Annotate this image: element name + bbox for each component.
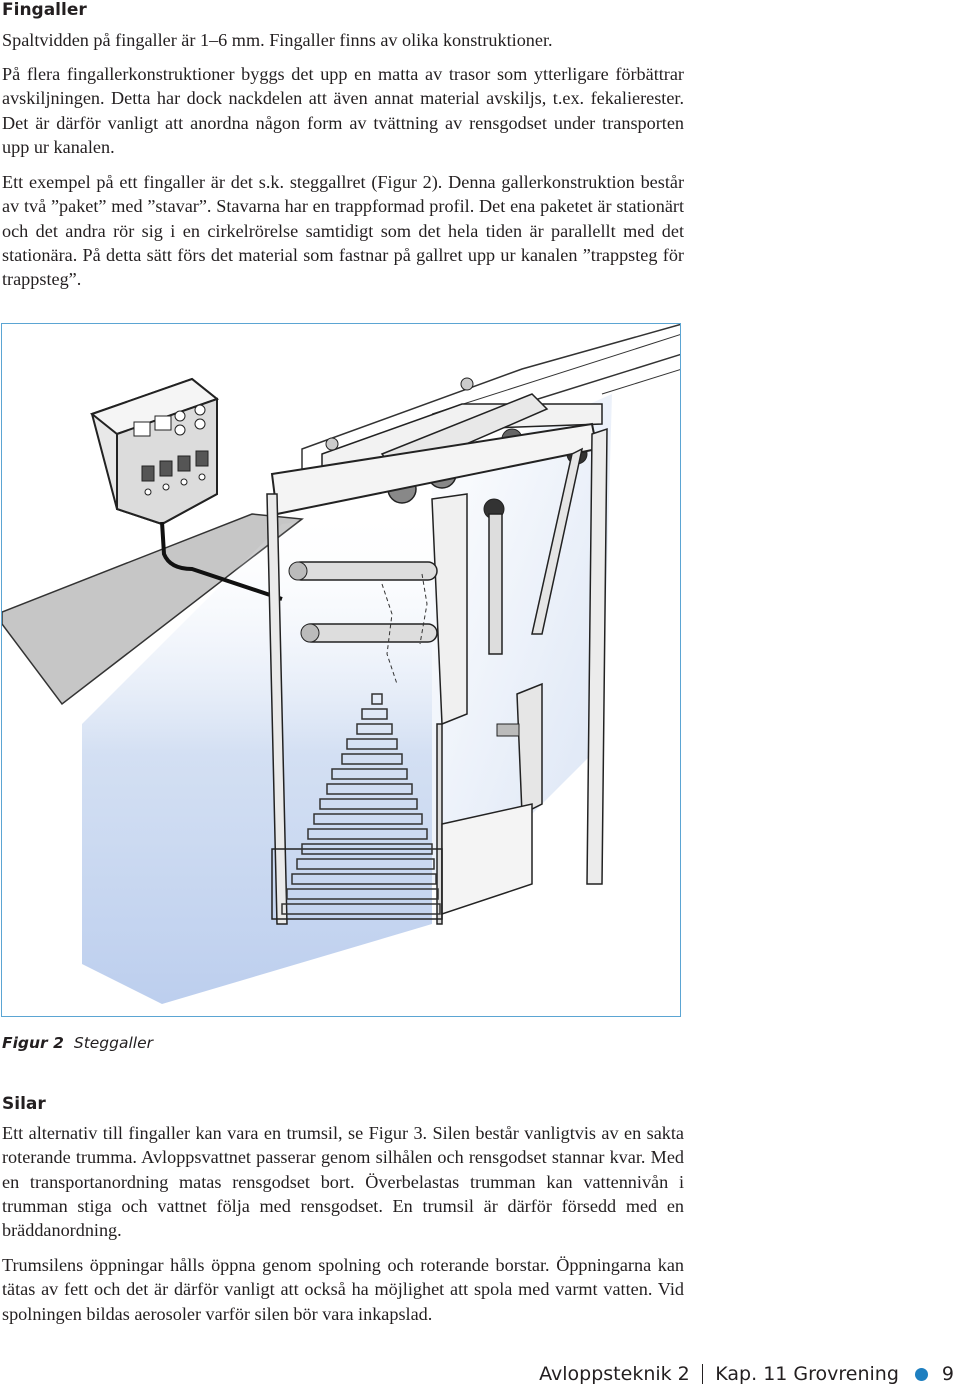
section-heading-fingaller: Fingaller: [2, 0, 87, 20]
footer-chapter: Kap. 11 Grovrening: [715, 1363, 899, 1385]
figure-caption: Figur 2 Steggaller: [2, 1033, 153, 1053]
figure-steggaller: [1, 323, 681, 1017]
footer-book-title: Avloppsteknik 2: [539, 1363, 690, 1385]
power-cable: [160, 521, 283, 601]
channel-floor: [2, 513, 304, 706]
paragraph-3: Ett exempel på ett fingaller är det s.k.…: [2, 172, 684, 290]
figure-number: Figur 2: [2, 1034, 64, 1052]
paragraph-1: Spaltvidden på fingaller är 1–6 mm. Fing…: [2, 30, 553, 50]
section-heading-silar: Silar: [2, 1094, 46, 1114]
steggaller-illustration: [2, 324, 680, 1004]
figure-title: Steggaller: [73, 1034, 154, 1052]
grate-frame: [266, 422, 608, 925]
paragraph-4: Ett alternativ till fingaller kan vara e…: [2, 1123, 684, 1241]
footer-page-number: 9: [941, 1363, 954, 1385]
page-footer: Avloppsteknik 2 Kap. 11 Grovrening 9: [539, 1362, 954, 1386]
footer-dot-icon: [914, 1367, 928, 1381]
paragraph-2: På flera fingallerkonstruktioner byggs d…: [2, 64, 684, 157]
paragraph-5: Trumsilens öppningar hålls öppna genom s…: [2, 1255, 684, 1324]
step-bars: [281, 693, 441, 915]
footer-separator: [701, 1364, 704, 1384]
control-box: [89, 377, 220, 526]
